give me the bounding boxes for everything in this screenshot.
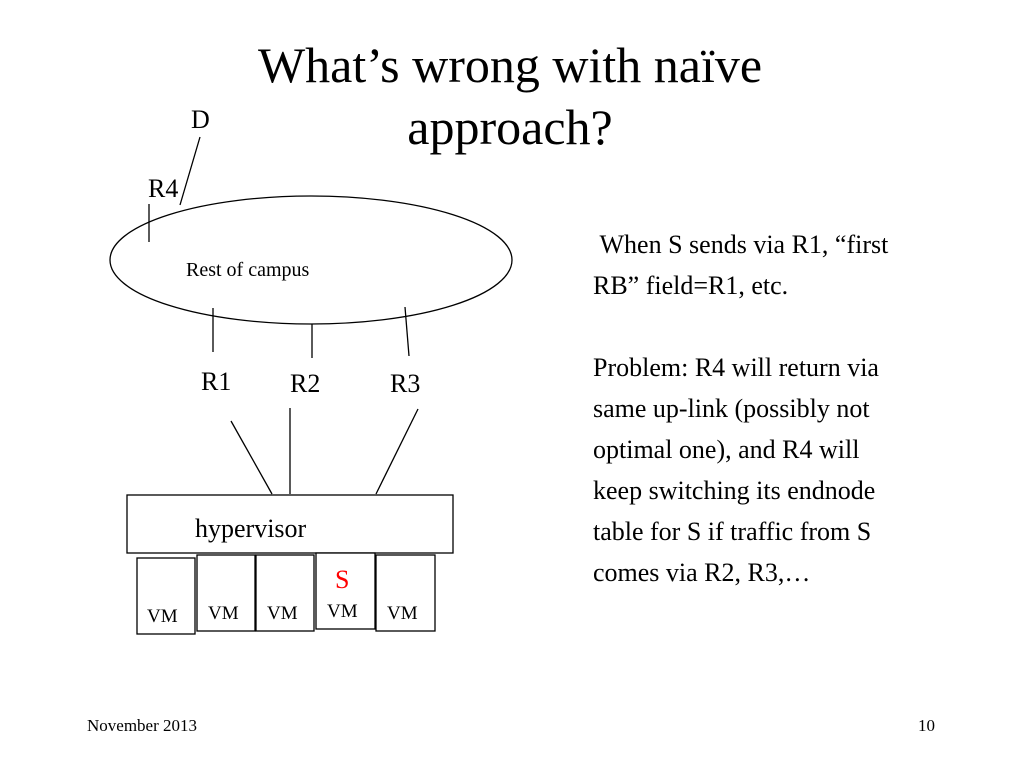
vm-box-5 bbox=[375, 554, 436, 632]
router-r3-label: R3 bbox=[390, 369, 421, 398]
vm-label-3: VM bbox=[267, 603, 298, 624]
r3-hypervisor-link bbox=[375, 408, 419, 495]
explanation-paragraph-2: Problem: R4 will return via same up-link… bbox=[593, 353, 879, 587]
hypervisor-label: hypervisor bbox=[195, 514, 307, 543]
title-line-2: approach? bbox=[407, 99, 613, 155]
title-line-1: What’s wrong with naïve bbox=[257, 37, 763, 93]
hypervisor-box bbox=[126, 494, 454, 554]
vm-label-5: VM bbox=[387, 603, 418, 624]
explanation-paragraph-1: When S sends via R1, “first RB” field=R1… bbox=[593, 230, 895, 300]
router-r1-label: R1 bbox=[201, 367, 232, 396]
router-r4-label: R4 bbox=[148, 174, 179, 203]
vm-box-2 bbox=[196, 554, 256, 632]
vm-box-3 bbox=[255, 554, 315, 632]
vm-box-1 bbox=[136, 557, 196, 635]
vm-label-source: VM bbox=[327, 601, 358, 622]
campus-label: Rest of campus bbox=[186, 259, 310, 281]
vm-label-2: VM bbox=[208, 603, 239, 624]
vm-box-source bbox=[315, 552, 376, 630]
footer-date: November 2013 bbox=[87, 716, 198, 735]
vm-label-1: VM bbox=[147, 606, 178, 627]
router-r2-label: R2 bbox=[290, 369, 321, 398]
node-d-label: D bbox=[191, 105, 210, 134]
d-r4-link bbox=[179, 136, 201, 206]
paragraph-spacer bbox=[593, 306, 893, 347]
slide-number: 10 bbox=[918, 716, 935, 735]
slide-title: What’s wrong with naïve approach? bbox=[10, 34, 1010, 158]
source-s-label: S bbox=[335, 565, 350, 594]
explanation-text: When S sends via R1, “first RB” field=R1… bbox=[593, 224, 893, 593]
r3-campus-link bbox=[404, 306, 410, 357]
campus-ellipse bbox=[109, 195, 513, 325]
r1-hypervisor-link bbox=[230, 420, 273, 495]
